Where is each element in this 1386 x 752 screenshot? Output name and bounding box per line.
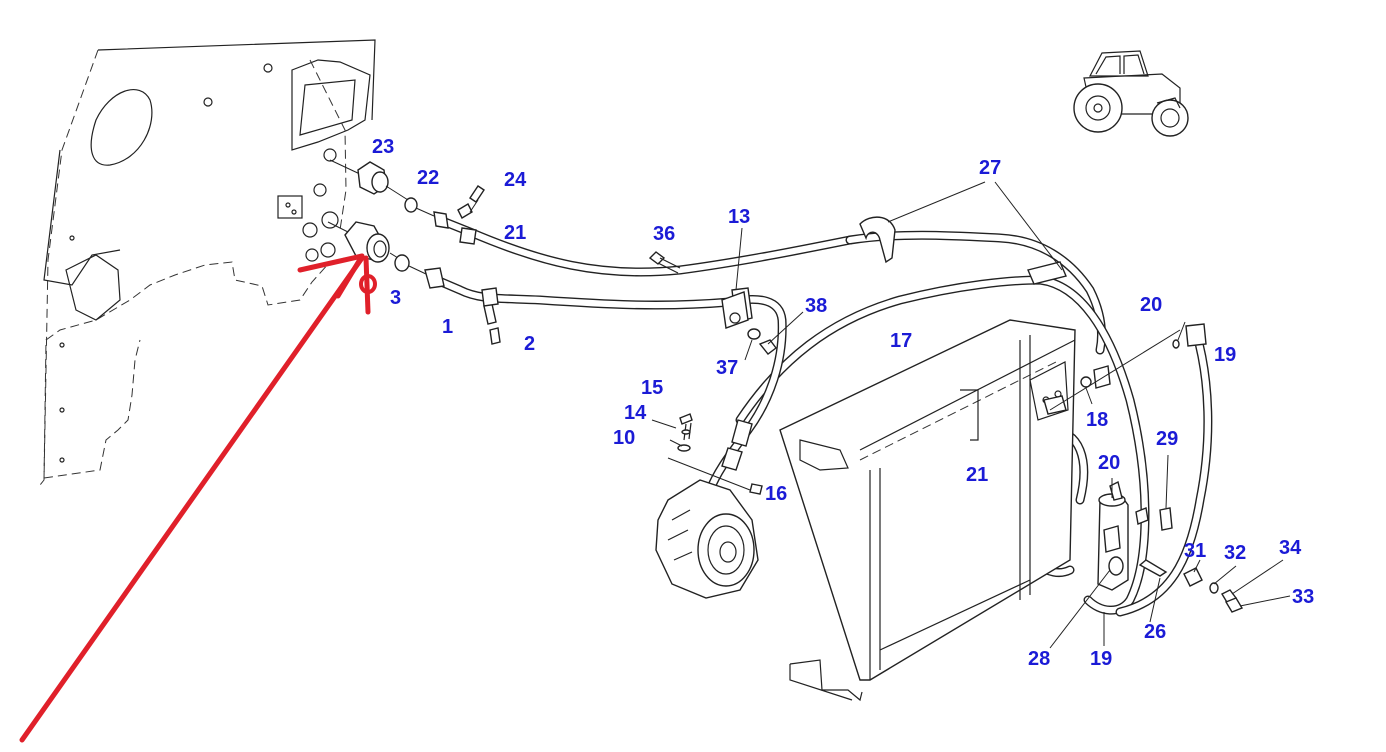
callout-28: 28: [1028, 648, 1050, 670]
bolt-16: [749, 483, 763, 495]
o-ring-20: [1172, 339, 1180, 349]
fitting-18: [1043, 365, 1111, 415]
callout-32: 32: [1224, 542, 1246, 564]
callout-19-top: 19: [1214, 344, 1236, 366]
callout-1: 1: [442, 316, 453, 338]
callout-36: 36: [653, 223, 675, 245]
callout-37: 37: [716, 357, 738, 379]
callout-20-mid: 20: [1098, 452, 1120, 474]
callout-38: 38: [805, 295, 827, 317]
callout-14: 14: [624, 402, 647, 424]
callout-20-top: 20: [1140, 294, 1162, 316]
compressor: [655, 479, 759, 599]
callout-10: 10: [613, 427, 635, 449]
washer-32: [1209, 582, 1219, 594]
cab-panel: [39, 39, 376, 486]
hose-21: [433, 211, 855, 277]
callout-15: 15: [641, 377, 663, 399]
hose-17: [735, 275, 1150, 615]
condenser: [779, 319, 1076, 702]
nut-33: [1224, 597, 1244, 613]
hose-1: [424, 267, 735, 310]
callout-31: 31: [1184, 540, 1206, 562]
callout-17: 17: [890, 330, 912, 352]
callout-33: 33: [1292, 586, 1314, 608]
callout-23: 23: [372, 136, 394, 158]
washer-10-14: [677, 429, 691, 452]
washer-37: [747, 328, 761, 340]
fitting-3: [327, 221, 427, 275]
tractor-icon: [1073, 50, 1189, 137]
leader-lines: [651, 181, 1291, 649]
annotation-arrow: [19, 253, 377, 743]
valve-24: [457, 185, 485, 219]
callout-labels: 23 22 24 21 3 1 2 36 13 38 37 27 17 20 1…: [372, 136, 1314, 670]
fitting-23: [329, 159, 409, 201]
callout-22: 22: [417, 167, 439, 189]
bolt-36: [648, 251, 681, 274]
callout-21-top: 21: [504, 222, 526, 244]
receiver-drier: [1097, 480, 1173, 591]
callout-21-mid: 21: [966, 464, 988, 486]
callout-18: 18: [1086, 409, 1108, 431]
callout-27: 27: [979, 157, 1001, 179]
callout-29: 29: [1156, 428, 1178, 450]
callout-2: 2: [524, 333, 535, 355]
callout-3: 3: [390, 287, 401, 309]
callout-24: 24: [504, 169, 527, 191]
callout-19-bottom: 19: [1090, 648, 1112, 670]
nut-38: [758, 339, 777, 355]
bolt-31: [1183, 567, 1203, 587]
clamp-27b: [1027, 261, 1067, 285]
hose-19: [1115, 323, 1213, 617]
bolt-15: [679, 413, 693, 441]
callout-34: 34: [1279, 537, 1302, 559]
valve-2: [483, 303, 501, 345]
clamp-27a: [859, 216, 896, 264]
callout-13: 13: [728, 206, 750, 228]
callout-26: 26: [1144, 621, 1166, 643]
hose-upper-27: [845, 230, 1107, 355]
callout-16: 16: [765, 483, 787, 505]
o-ring-22: [404, 197, 435, 217]
bracket-13: [721, 291, 749, 329]
